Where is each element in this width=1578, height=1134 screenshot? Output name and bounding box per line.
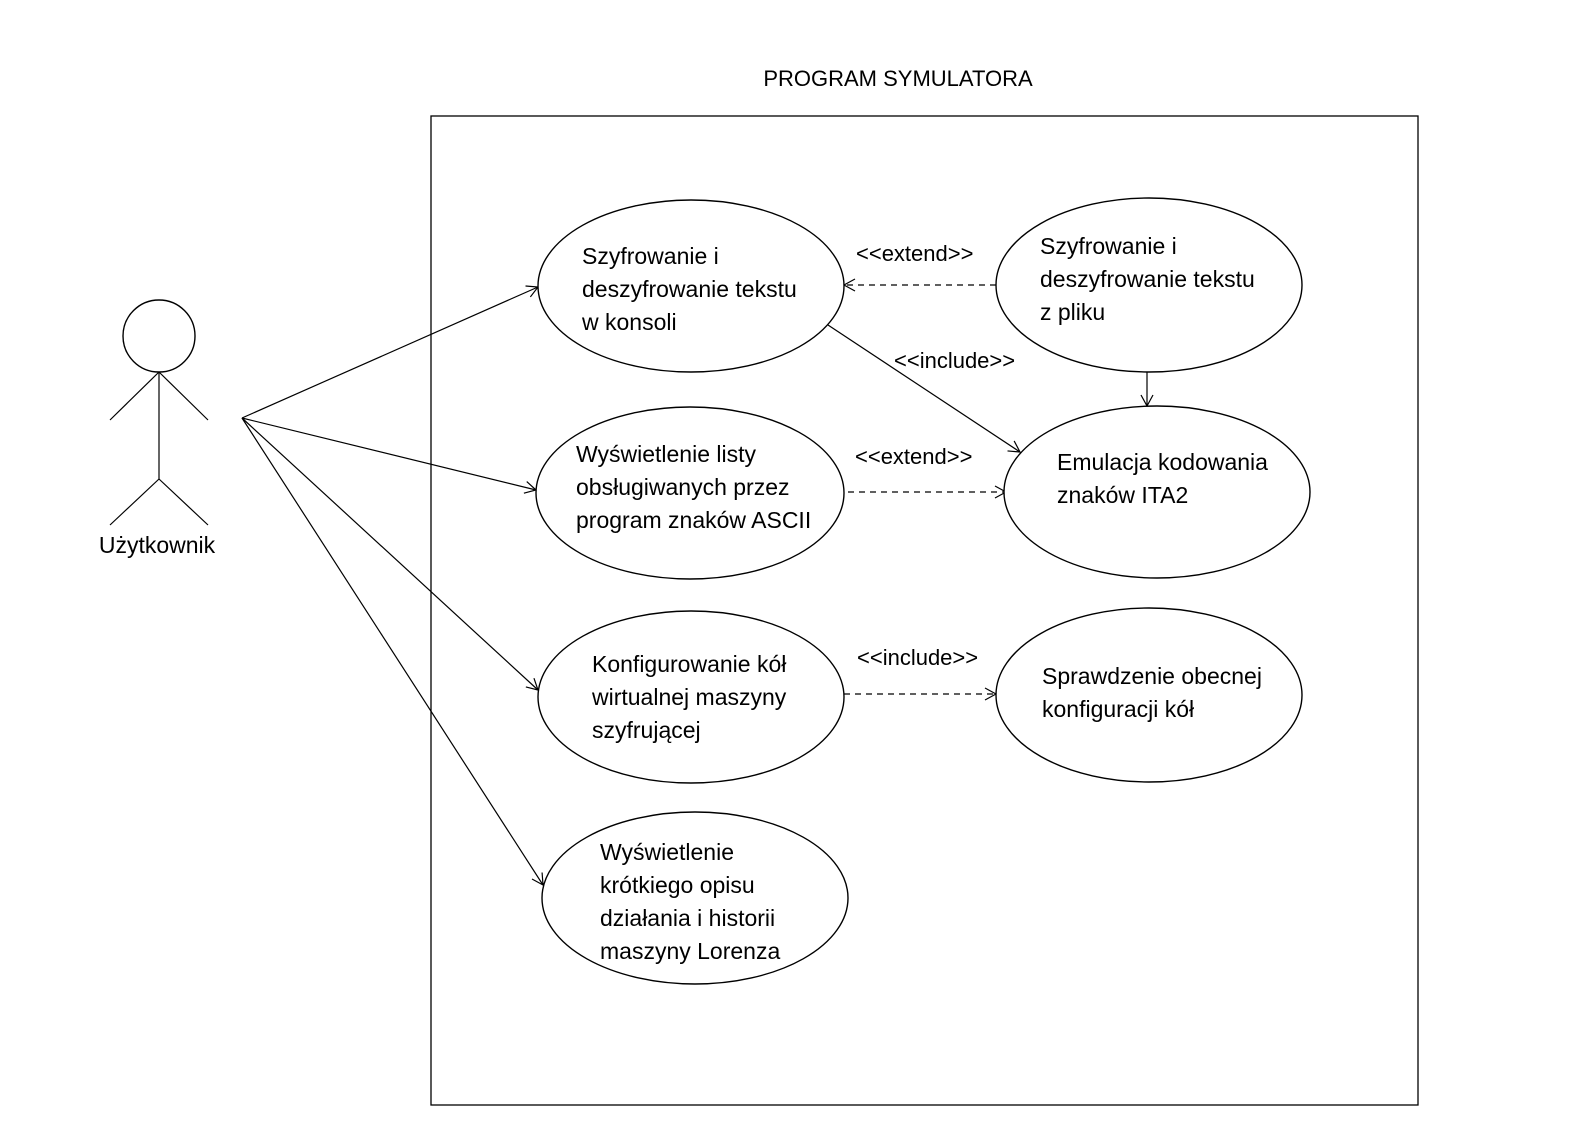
system-boundary [430, 115, 1419, 1106]
label-line: Szyfrowanie i [1040, 233, 1177, 259]
label-line: deszyfrowanie tekstu [1040, 266, 1255, 292]
association-configure-wheels [241, 417, 539, 691]
actor-leg [109, 478, 160, 526]
actor-user[interactable]: Użytkownik [99, 299, 216, 558]
extend-label-file: <<extend>> [856, 241, 973, 266]
use-case-ellipse [537, 199, 845, 373]
actor-head [122, 299, 196, 373]
label-line: Sprawdzenie obecnej [1042, 663, 1262, 689]
label-line: deszyfrowanie tekstu [582, 276, 797, 302]
label-line: szyfrującej [592, 717, 701, 743]
association-ascii-list [241, 417, 538, 494]
use-case-label: Sprawdzenie obecnej konfiguracji kół [1042, 663, 1268, 722]
use-case-encrypt-file[interactable]: Szyfrowanie i deszyfrowanie tekstu z pli… [995, 197, 1303, 373]
use-case-encrypt-console[interactable]: Szyfrowanie i deszyfrowanie tekstu w kon… [537, 199, 845, 373]
use-case-ita2[interactable]: Emulacja kodowania znaków ITA2 [1003, 405, 1311, 579]
use-case-description[interactable]: Wyświetlenie krótkiego opisu działania i… [541, 811, 849, 985]
actor-arms [109, 371, 160, 421]
use-case-label: Konfigurowanie kół wirtualnej maszyny sz… [591, 651, 793, 743]
use-case-configure-wheels[interactable]: Konfigurowanie kół wirtualnej maszyny sz… [537, 610, 845, 784]
actor-leg [158, 478, 209, 526]
use-case-label: Emulacja kodowania znaków ITA2 [1057, 449, 1274, 508]
association-encrypt-console [241, 285, 540, 419]
label-line: w konsoli [581, 309, 677, 335]
label-line: krótkiego opisu [600, 872, 755, 898]
association-description [241, 417, 544, 887]
use-case-ellipse [995, 607, 1303, 783]
label-line: Szyfrowanie i [582, 243, 719, 269]
actor-label: Użytkownik [99, 532, 216, 558]
use-case-ellipse [537, 610, 845, 784]
use-case-label: Szyfrowanie i deszyfrowanie tekstu w kon… [581, 243, 803, 335]
extend-label-ascii: <<extend>> [855, 444, 972, 469]
label-line: znaków ITA2 [1057, 482, 1188, 508]
use-case-label: Szyfrowanie i deszyfrowanie tekstu z pli… [1040, 233, 1261, 325]
use-case-ellipse [1003, 405, 1311, 579]
include-arrow-console-ita2 [827, 324, 1022, 453]
label-line: obsługiwanych przez [576, 474, 790, 500]
label-line: Wyświetlenie [600, 839, 734, 865]
use-case-label: Wyświetlenie listy obsługiwanych przez p… [576, 441, 811, 533]
label-line: program znaków ASCII [576, 507, 811, 533]
use-case-ascii-list[interactable]: Wyświetlenie listy obsługiwanych przez p… [535, 406, 845, 580]
label-line: Wyświetlenie listy [576, 441, 757, 467]
label-line: z pliku [1040, 299, 1105, 325]
include-label-console: <<include>> [894, 348, 1015, 373]
use-case-ellipse [995, 197, 1303, 373]
label-line: maszyny Lorenza [600, 938, 780, 964]
label-line: działania i historii [600, 905, 775, 931]
actor-arms [158, 371, 209, 421]
label-line: konfiguracji kół [1042, 696, 1194, 722]
use-case-ellipse [535, 406, 845, 580]
use-case-check-config[interactable]: Sprawdzenie obecnej konfiguracji kół [995, 607, 1303, 783]
system-title: PROGRAM SYMULATORA [763, 66, 1033, 91]
use-case-ellipse [541, 811, 849, 985]
include-label-config: <<include>> [857, 645, 978, 670]
label-line: Emulacja kodowania [1057, 449, 1268, 475]
label-line: wirtualnej maszyny [591, 684, 787, 710]
label-line: Konfigurowanie kół [592, 651, 786, 677]
use-case-label: Wyświetlenie krótkiego opisu działania i… [600, 839, 782, 964]
